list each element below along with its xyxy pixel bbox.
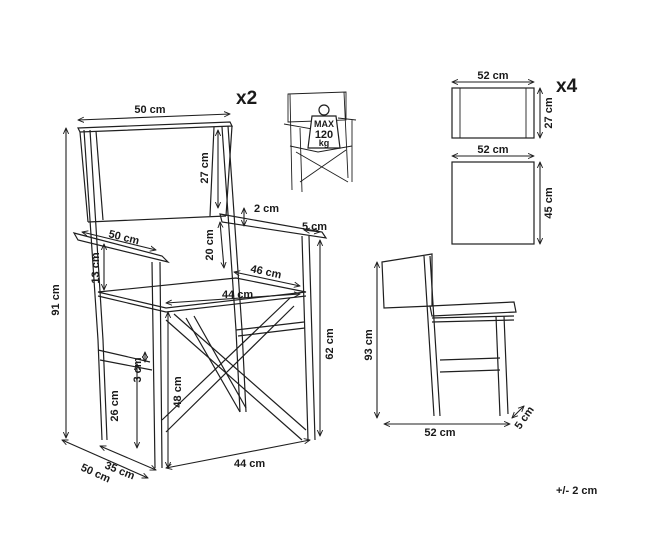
- back-right-leg: [235, 329, 247, 413]
- main-chair-dimension-lines: [62, 114, 320, 479]
- weight-icon: [307, 115, 341, 149]
- badge-max-text: MAX: [314, 119, 334, 129]
- label-fabric-seat-width: 52 cm: [477, 144, 508, 156]
- dim-arm-width: [304, 230, 320, 232]
- dim-base-depth: [62, 439, 148, 479]
- label-arm-to-seat: 13 cm: [90, 252, 102, 283]
- dim-folded-depth: [512, 406, 524, 418]
- label-arm-height: 62 cm: [324, 328, 336, 359]
- front-right-post: [301, 235, 316, 441]
- chair-quantity: x2: [236, 88, 257, 109]
- label-arm-width: 5 cm: [302, 221, 327, 233]
- label-fabric-back-height: 27 cm: [543, 97, 555, 128]
- back-left-leg: [97, 339, 108, 441]
- label-folded-width: 52 cm: [424, 427, 455, 439]
- seat-fabric: [97, 277, 307, 309]
- backrest-top-edge: [77, 121, 233, 133]
- label-back-width: 50 cm: [134, 104, 165, 116]
- main-chair-drawing: [72, 121, 328, 469]
- label-total-height: 91 cm: [50, 284, 62, 315]
- folded-seat: [431, 315, 515, 323]
- x-brace-b: [161, 297, 295, 433]
- fabric-seat: 52 cm 45 cm: [452, 144, 555, 244]
- folded-arm: [429, 301, 517, 317]
- label-folded-depth: 5 cm: [513, 404, 537, 432]
- folded-rails: [439, 357, 501, 373]
- label-fabric-back-width: 52 cm: [477, 70, 508, 82]
- thumbnail-chair: [283, 91, 357, 193]
- label-seat-width: 44 cm: [222, 289, 253, 301]
- label-back-to-arm: 20 cm: [204, 229, 216, 260]
- right-armrest: [219, 213, 328, 239]
- dim-seat-width: [166, 294, 300, 303]
- label-back-height: 27 cm: [199, 152, 211, 183]
- dim-seat-depth: [234, 272, 300, 286]
- label-folded-height: 93 cm: [363, 329, 375, 360]
- folded-chair-side-view: 93 cm 52 cm 5 cm: [363, 253, 537, 439]
- backrest-seams: [95, 126, 215, 221]
- dim-base-width: [166, 440, 310, 468]
- folded-front-post: [495, 315, 509, 417]
- folded-back-post: [423, 255, 441, 417]
- badge-unit: kg: [319, 138, 330, 148]
- dim-arm-length: [82, 232, 156, 250]
- dim-back-to-arm: [220, 222, 224, 268]
- fabric-backrest-rect: [451, 87, 535, 139]
- fabric-quantity: x4: [556, 76, 578, 97]
- weight-limit-badge: MAX 120 kg: [307, 104, 341, 149]
- label-seat-height: 48 cm: [172, 376, 184, 407]
- badge-weight-value: 120: [315, 129, 333, 141]
- label-arm-gap: 2 cm: [254, 203, 279, 215]
- right-lower-rail: [235, 321, 306, 337]
- x-brace-a: [165, 313, 307, 441]
- tolerance-note: +/- 2 cm: [556, 485, 597, 497]
- label-brace-gap: 3 cm: [132, 357, 144, 382]
- x-brace-c: [185, 315, 247, 413]
- fabric-seat-rect: [451, 161, 535, 245]
- label-fabric-seat-height: 45 cm: [543, 187, 555, 218]
- dim-back-width: [78, 114, 230, 120]
- label-base-width: 44 cm: [234, 458, 265, 470]
- left-lower-rail: [97, 349, 153, 371]
- fabric-backrest: 52 cm 27 cm: [452, 70, 555, 138]
- front-left-post: [151, 261, 163, 469]
- label-lower-height: 26 cm: [109, 390, 121, 421]
- label-arm-length: 50 cm: [107, 228, 140, 247]
